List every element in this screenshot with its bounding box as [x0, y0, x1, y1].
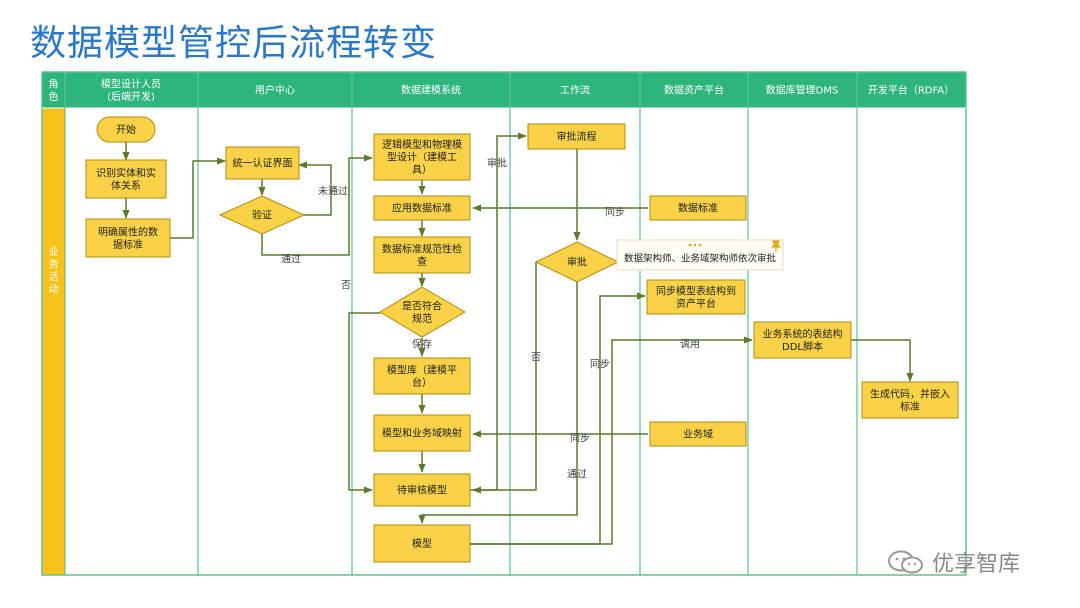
- edge-label-no-mid: 否: [531, 352, 541, 364]
- node-start: 开始: [96, 116, 156, 143]
- node-generate-code: 生成代码，并嵌入标准: [861, 381, 959, 419]
- node-pending-review-model: 待审核模型: [373, 473, 471, 507]
- svg-text:模型: 模型: [412, 537, 432, 550]
- node-logic-physical-model: 逻辑模型和物理模型设计（建模工具）: [373, 133, 471, 181]
- lane-label-bg: [42, 108, 65, 575]
- edge-label-save: 保存: [412, 338, 432, 351]
- header-bar: [42, 72, 966, 108]
- node-unified-auth-ui: 统一认证界面: [225, 146, 300, 180]
- node-data-standard: 数据标准: [649, 195, 747, 221]
- svg-text:明确属性的数据标准: 明确属性的数据标准: [98, 225, 158, 251]
- edge-label-not-passed: 未通过: [318, 185, 348, 198]
- svg-text:模型库（建模平台）: 模型库（建模平台）: [387, 363, 457, 389]
- header-col-dev-platform: 开发平台（RDFA）: [868, 84, 954, 97]
- svg-text:统一认证界面: 统一认证界面: [233, 157, 293, 170]
- wechat-icon: [888, 550, 923, 574]
- watermark-text: 优享智库: [932, 552, 1021, 577]
- node-model-domain-mapping: 模型和业务域映射: [373, 414, 471, 452]
- watermark: 优享智库: [886, 546, 1020, 578]
- approval-note: 数据架构师、业务域架构师依次审批: [616, 239, 784, 271]
- svg-text:业务域: 业务域: [683, 428, 713, 441]
- edge-label-approve: 审批: [487, 157, 507, 170]
- edge-label-passed: 通过: [281, 253, 301, 266]
- node-sync-model-to-asset: 同步模型表结构到资产平台: [646, 279, 746, 315]
- header-role-label: 角色: [49, 78, 59, 103]
- svg-text:数据架构师、业务域架构师依次审批: 数据架构师、业务域架构师依次审批: [624, 252, 777, 264]
- svg-text:待审核模型: 待审核模型: [397, 484, 447, 497]
- edge-label-call: 调用: [680, 339, 700, 351]
- node-identify-entities: 识别实体和实体关系: [85, 159, 167, 199]
- svg-text:开始: 开始: [116, 123, 136, 136]
- svg-text:模型和业务域映射: 模型和业务域映射: [382, 427, 462, 440]
- svg-text:应用数据标准: 应用数据标准: [392, 202, 452, 215]
- svg-text:同步模型表结构到资产平台: 同步模型表结构到资产平台: [656, 284, 736, 310]
- svg-text:审批: 审批: [567, 256, 587, 269]
- node-approval-process: 审批流程: [527, 123, 626, 150]
- node-business-domain: 业务域: [649, 421, 747, 447]
- header-col-designer: 模型设计人员(后端开发): [101, 77, 161, 103]
- svg-text:是否符合规范: 是否符合规范: [402, 299, 442, 325]
- edge-label-sync-domain: 同步: [570, 433, 590, 445]
- svg-text:审批流程: 审批流程: [557, 130, 597, 143]
- connectors: [122, 132, 914, 545]
- header-col-modeling-system: 数据建模系统: [401, 84, 461, 97]
- node-standard-check: 数据标准规范性检查: [373, 236, 471, 274]
- header-col-asset-platform: 数据资产平台: [664, 84, 724, 97]
- node-compliance-decision: 是否符合规范: [379, 286, 466, 338]
- svg-text:数据标准规范性检查: 数据标准规范性检查: [382, 242, 462, 267]
- node-model-library: 模型库（建模平台）: [373, 357, 471, 395]
- node-approve-decision: 审批: [534, 241, 620, 283]
- svg-text:生成代码，并嵌入标准: 生成代码，并嵌入标准: [870, 387, 950, 413]
- header-col-user-center: 用户中心: [255, 84, 295, 97]
- node-model: 模型: [373, 524, 471, 563]
- node-apply-data-standard: 应用数据标准: [373, 195, 471, 221]
- svg-text:验证: 验证: [252, 209, 272, 222]
- svg-text:识别实体和实体关系: 识别实体和实体关系: [96, 166, 156, 192]
- svg-text:逻辑模型和物理模型设计（建模工具）: 逻辑模型和物理模型设计（建模工具）: [382, 138, 462, 176]
- lane-label: 业务活动: [49, 246, 59, 295]
- node-define-attribute-standards: 明确属性的数据标准: [85, 218, 171, 258]
- page-title: 数据模型管控后流程转变: [30, 23, 438, 64]
- svg-text:数据标准: 数据标准: [678, 202, 718, 215]
- edge-label-no-left: 否: [341, 280, 351, 292]
- header-col-dms: 数据库管理DMS: [766, 84, 839, 97]
- column-dividers: [64, 72, 858, 575]
- grid-outline: [41, 71, 967, 576]
- header-col-workflow: 工作流: [560, 84, 590, 97]
- edge-label-sync-std: 同步: [605, 207, 625, 219]
- edge-label-passed-2: 通过: [567, 468, 587, 481]
- node-verify-decision: 验证: [218, 195, 306, 235]
- edge-label-sync-asset: 同步: [590, 359, 610, 371]
- pin-icon: [770, 240, 782, 252]
